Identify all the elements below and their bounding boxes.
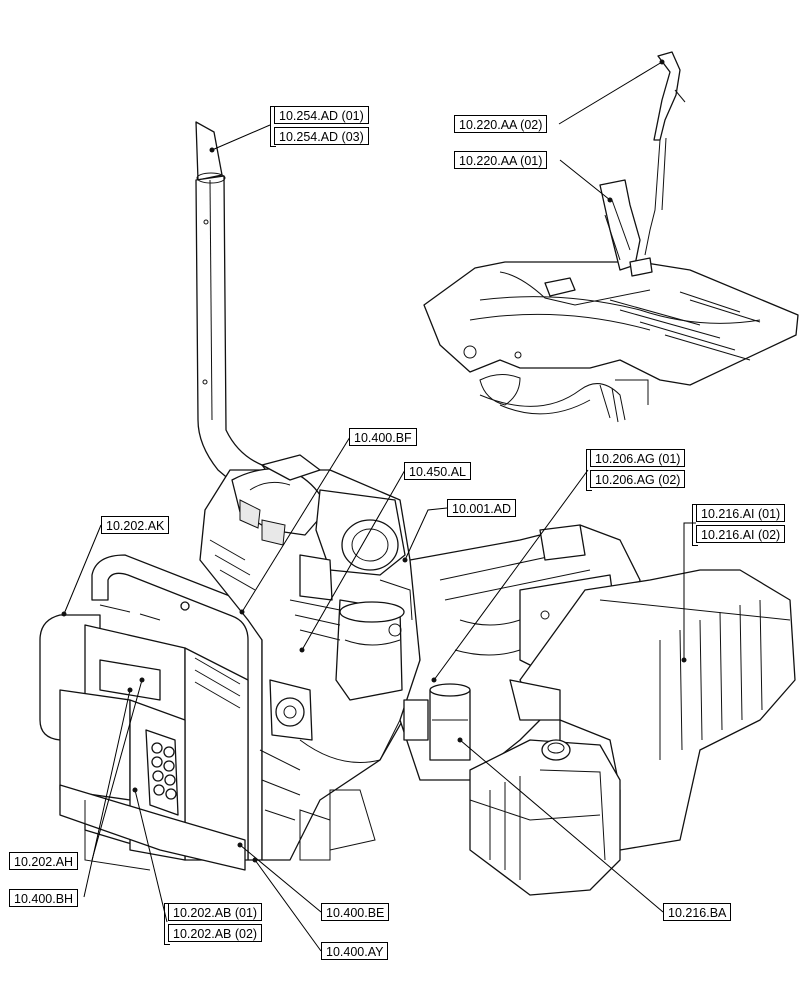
pedal-floor-assembly [423, 51, 799, 423]
exhaust-stack [195, 121, 273, 493]
bracket-exhaust [270, 106, 276, 147]
callout-pedal-02[interactable]: 10.220.AA (02) [454, 115, 548, 133]
bracket-206-ag [586, 449, 592, 491]
callout-400-bh[interactable]: 10.400.BH [9, 889, 79, 907]
callout-202-ah[interactable]: 10.202.AH [9, 852, 79, 870]
def-tank [469, 739, 621, 896]
callout-206-ag-01[interactable]: 10.206.AG (01) [590, 449, 686, 467]
callout-216-ai-02[interactable]: 10.216.AI (02) [696, 525, 786, 543]
callout-216-ba[interactable]: 10.216.BA [663, 903, 732, 921]
callout-202-ab-02[interactable]: 10.202.AB (02) [168, 924, 263, 942]
callout-001-ad[interactable]: 10.001.AD [447, 499, 517, 517]
cooling-pack [39, 554, 263, 871]
callout-400-be[interactable]: 10.400.BE [321, 903, 390, 921]
callout-206-ag-02[interactable]: 10.206.AG (02) [590, 470, 686, 488]
bracket-202-ab [164, 903, 170, 945]
callout-exhaust-01[interactable]: 10.254.AD (01) [274, 106, 369, 124]
callout-400-ay[interactable]: 10.400.AY [321, 942, 389, 960]
bracket-216-ai [692, 504, 698, 546]
callout-202-ab-01[interactable]: 10.202.AB (01) [168, 903, 263, 921]
callout-450-al[interactable]: 10.450.AL [404, 462, 471, 480]
callout-202-ak[interactable]: 10.202.AK [101, 516, 170, 534]
callout-exhaust-03[interactable]: 10.254.AD (03) [274, 127, 369, 145]
callout-pedal-01[interactable]: 10.220.AA (01) [454, 151, 548, 169]
engine-block [199, 454, 421, 861]
callout-400-bf[interactable]: 10.400.BF [349, 428, 417, 446]
leader-lines [61, 59, 696, 952]
callout-216-ai-01[interactable]: 10.216.AI (01) [696, 504, 786, 522]
filters [299, 683, 471, 861]
connector-block [145, 729, 179, 816]
